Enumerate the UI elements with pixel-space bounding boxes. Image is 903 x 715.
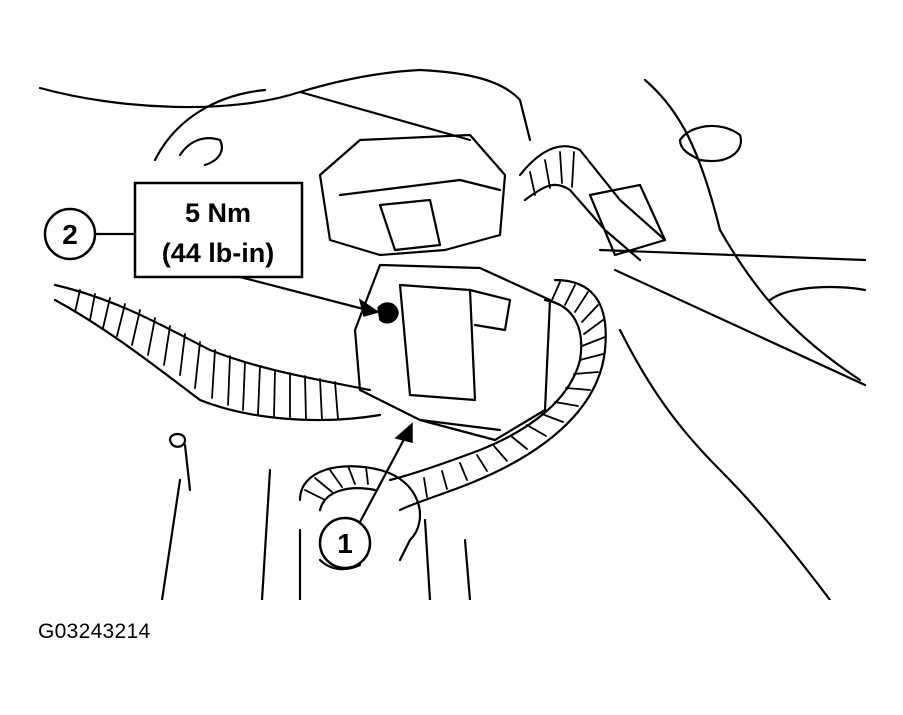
connector-latch	[468, 288, 512, 332]
lower-bracket-left	[260, 468, 272, 600]
callout-2-number: 2	[62, 219, 78, 250]
bolt-head	[377, 302, 399, 324]
frame-rail-upper	[598, 248, 867, 262]
engine-contour-top	[38, 68, 422, 109]
harness-lower-ribs	[304, 465, 369, 501]
figure-id: G03243214	[38, 620, 151, 643]
harness-upper-outer	[518, 145, 667, 242]
harness-lower-loop-inner	[318, 487, 377, 512]
engine-contour-right	[643, 78, 862, 382]
frame-bump	[768, 285, 867, 302]
engine-rib	[298, 90, 472, 142]
small-loop-line	[183, 443, 192, 492]
harness-upper-inner	[523, 183, 642, 262]
connector-illustration: 5 Nm (44 lb-in) 2 1	[38, 68, 867, 600]
harness-right-ribs	[423, 281, 606, 498]
callout-1-arrow	[394, 422, 413, 443]
lower-frame-line	[160, 478, 182, 600]
sensor-housing	[318, 133, 507, 257]
callout-1-number: 1	[337, 528, 353, 559]
connector-body	[353, 263, 552, 442]
connector-face	[398, 283, 477, 402]
torque-leader-arrow	[358, 298, 380, 317]
hose-clamp-ring	[678, 124, 743, 163]
engine-contour-left	[153, 88, 267, 162]
sensor-tab	[378, 198, 442, 252]
torque-spec-imperial: (44 lb-in)	[162, 238, 275, 268]
small-loop	[168, 432, 187, 448]
lower-bracket-far	[463, 538, 472, 600]
harness-upper-ribs	[529, 151, 575, 196]
harness-left-lower	[53, 298, 382, 422]
harness-clip	[588, 183, 667, 257]
engine-bracket-curve	[178, 137, 223, 167]
sensor-housing-top	[338, 178, 502, 197]
harness-left-upper	[53, 283, 372, 392]
torque-spec-value: 5 Nm	[185, 198, 251, 228]
connector-wire-exit	[418, 418, 502, 432]
harness-right-outer	[398, 278, 607, 512]
harness-left-ribs	[74, 289, 339, 421]
engine-contour-right-lower	[618, 328, 832, 600]
callout-1-circle	[318, 516, 372, 570]
engine-rib-2	[418, 68, 532, 142]
callout-1-leader	[359, 427, 411, 523]
torque-leader-line	[239, 275, 376, 314]
lower-bracket-right	[423, 518, 432, 600]
frame-rail-lower	[613, 268, 867, 387]
harness-right-inner	[388, 298, 583, 482]
torque-spec-box	[133, 181, 304, 279]
harness-lower-loop	[298, 465, 422, 562]
